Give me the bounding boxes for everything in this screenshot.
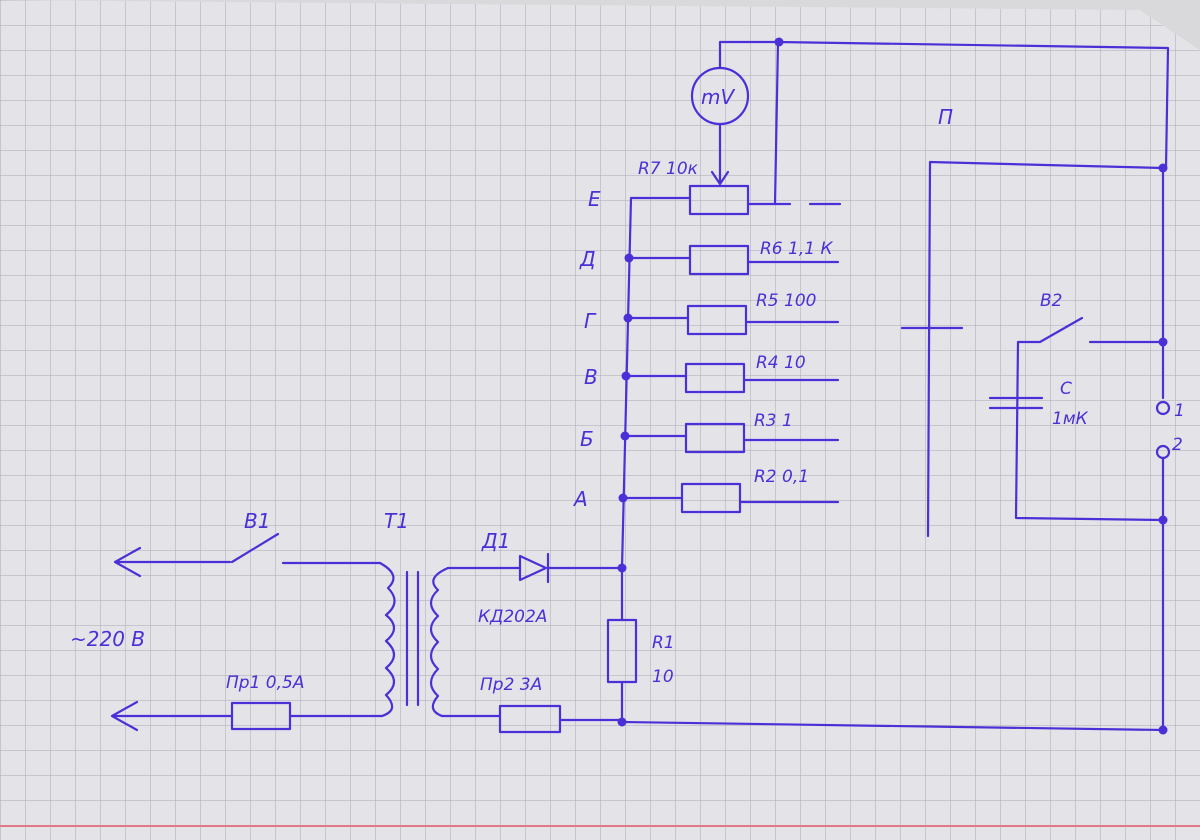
resistor-r5 (686, 304, 748, 336)
circuit-wiring (110, 37, 1171, 735)
resistor-r3 (684, 422, 746, 454)
junction-dot (617, 563, 627, 573)
label-tap-e: Е (588, 187, 601, 211)
label-voltage: ~220 В (70, 627, 145, 651)
diode-d1 (518, 552, 624, 584)
transformer-secondary-winding (429, 566, 450, 718)
meter-wiper-arrow (710, 122, 730, 186)
label-pr1: Пр1 0,5А (226, 673, 304, 693)
mains-input-bottom-arrow (110, 700, 234, 732)
meter-left-wire (718, 40, 780, 70)
junction-dot (774, 37, 784, 47)
junction-dot (1158, 515, 1168, 525)
junction-dot (1158, 337, 1168, 347)
junction-dot (617, 717, 627, 727)
label-switch-p: П (938, 105, 953, 129)
label-tap-d: Д (579, 247, 596, 271)
label-tap-b: Б (580, 427, 594, 451)
label-r1: R1 (652, 633, 675, 653)
junction-dot (621, 371, 631, 381)
label-c-value: 1мК (1052, 409, 1089, 429)
switch-b1 (230, 532, 382, 565)
label-tap-g: Г (584, 309, 597, 333)
label-pr2: Пр2 3А (480, 675, 542, 695)
junction-dot (623, 313, 633, 323)
junction-dot (1158, 163, 1168, 173)
label-d1-type: КД202А (478, 607, 547, 627)
label-r4: R4 10 (756, 353, 806, 373)
label-r1-value: 10 (652, 667, 674, 687)
labels: В1 Т1 Д1 КД202А ~220 В Пр1 0,5А Пр2 3А R… (70, 85, 1185, 695)
switch-p-contact-plate (926, 160, 1165, 538)
resistor-r6 (688, 244, 750, 276)
label-t1: Т1 (384, 509, 409, 533)
junction-dot (1158, 725, 1168, 735)
label-b2: В2 (1040, 291, 1062, 311)
label-tap-v: В (584, 365, 598, 389)
label-r6: R6 1,1 К (760, 239, 833, 259)
mains-input-top-arrow (113, 546, 232, 578)
label-terminal-2: 2 (1172, 435, 1183, 455)
label-r7: R7 10к (638, 159, 699, 179)
label-terminal-1: 1 (1174, 401, 1185, 421)
junction-dot (618, 493, 628, 503)
label-meter: mV (701, 85, 735, 109)
resistor-r4 (684, 362, 746, 394)
capacitor-c (988, 396, 1044, 410)
label-tap-a: А (572, 487, 588, 511)
label-r2: R2 0,1 (754, 467, 809, 487)
junction-dot (620, 431, 630, 441)
terminal-1[interactable] (1155, 400, 1171, 416)
resistor-r7 (688, 184, 750, 216)
label-b1: В1 (244, 509, 270, 533)
junction-dot (624, 253, 634, 263)
transformer-primary-winding (378, 561, 396, 718)
label-d1: Д1 (481, 529, 510, 553)
meter-right-wire (773, 40, 1170, 206)
switch-b2 (1014, 316, 1165, 522)
label-r5: R5 100 (756, 291, 816, 311)
resistor-r2 (680, 482, 742, 514)
label-c: С (1060, 379, 1072, 399)
label-r3: R3 1 (754, 411, 793, 431)
